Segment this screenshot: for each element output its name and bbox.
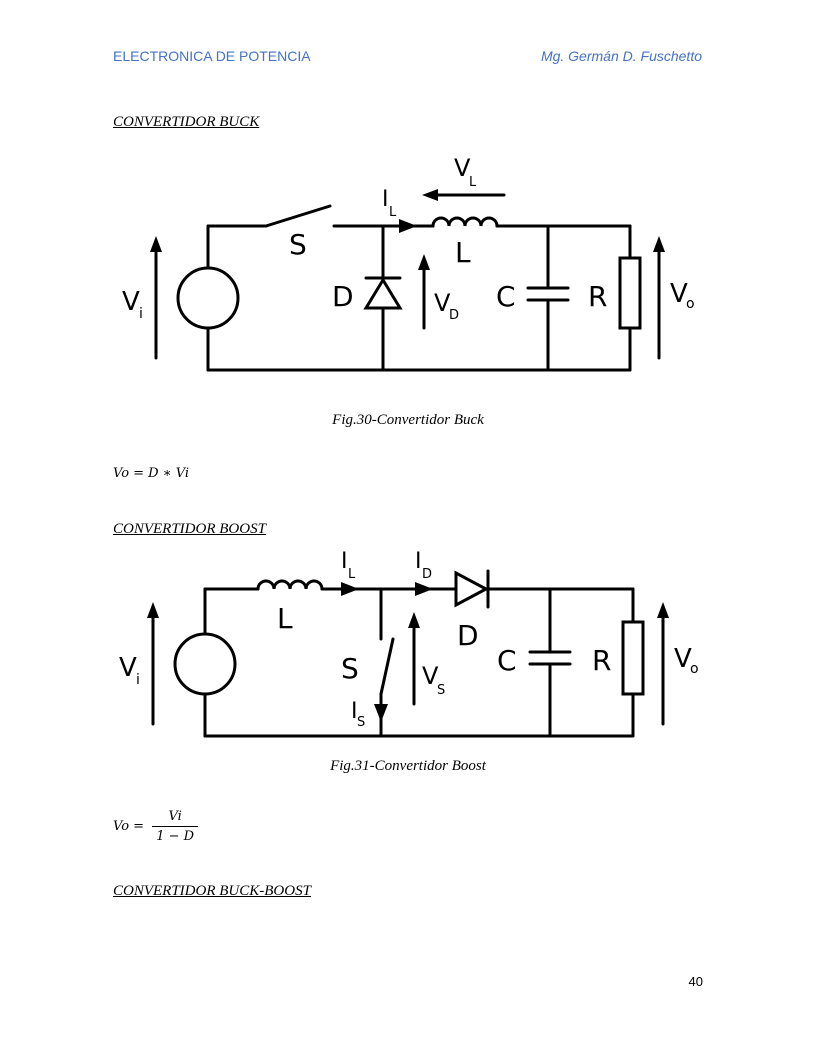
caption-buck: Fig.30-Convertidor Buck xyxy=(332,412,484,428)
boost-label-vo-sub: o xyxy=(690,661,699,677)
buck-label-d: D xyxy=(332,280,354,313)
boost-label-is-sub: S xyxy=(357,715,365,730)
formula-boost-fraction: Vi 1 − D xyxy=(152,809,199,844)
boost-label-vi: V xyxy=(119,653,137,683)
buck-label-l: L xyxy=(455,236,471,269)
buck-label-vo-sub: o xyxy=(686,296,695,312)
boost-label-il-sub: L xyxy=(348,567,356,582)
boost-label-id-sub: D xyxy=(422,567,432,582)
page-number: 40 xyxy=(688,974,703,989)
boost-label-s: S xyxy=(341,652,359,685)
buck-label-s: S xyxy=(289,228,307,261)
buck-label-c: C xyxy=(496,280,516,313)
boost-label-id: I xyxy=(415,549,422,574)
heading-buck-boost: CONVERTIDOR BUCK-BOOST xyxy=(113,883,311,899)
formula-boost: Vo = Vi 1 − D xyxy=(113,809,199,844)
boost-label-il: I xyxy=(341,549,348,574)
buck-circuit-diagram: V i S I L V L L D V D C R V o xyxy=(122,154,695,372)
boost-label-r: R xyxy=(592,644,611,677)
boost-label-l: L xyxy=(277,602,293,635)
heading-boost: CONVERTIDOR BOOST xyxy=(113,521,266,537)
boost-label-vs: V xyxy=(422,662,439,690)
boost-label-is: I xyxy=(351,699,358,724)
boost-label-vi-sub: i xyxy=(136,672,140,688)
buck-label-vo: V xyxy=(670,279,688,309)
buck-label-vl-sub: L xyxy=(469,175,477,190)
buck-label-vd: V xyxy=(434,289,451,317)
buck-label-vi: V xyxy=(122,287,140,317)
header-title: ELECTRONICA DE POTENCIA xyxy=(113,48,311,64)
boost-circuit-diagram: V i L I L I D D S V S I S C R V o xyxy=(119,549,699,738)
formula-boost-lhs: Vo = xyxy=(113,819,145,834)
caption-boost: Fig.31-Convertidor Boost xyxy=(330,758,486,774)
formula-buck: Vo = D ∗ Vi xyxy=(113,466,190,481)
buck-label-il: I xyxy=(382,187,389,212)
buck-label-vd-sub: D xyxy=(449,308,459,323)
boost-label-vo: V xyxy=(674,644,692,674)
buck-label-vi-sub: i xyxy=(139,306,143,322)
boost-label-c: C xyxy=(497,644,517,677)
boost-label-d: D xyxy=(457,619,479,652)
buck-label-vl: V xyxy=(454,154,471,182)
heading-buck: CONVERTIDOR BUCK xyxy=(113,114,260,130)
formula-boost-numerator: Vi xyxy=(152,809,199,827)
buck-label-il-sub: L xyxy=(389,205,397,220)
boost-label-vs-sub: S xyxy=(437,683,445,698)
formula-boost-denominator: 1 − D xyxy=(156,829,195,844)
header-author: Mg. Germán D. Fuschetto xyxy=(540,48,702,64)
buck-label-r: R xyxy=(588,280,607,313)
